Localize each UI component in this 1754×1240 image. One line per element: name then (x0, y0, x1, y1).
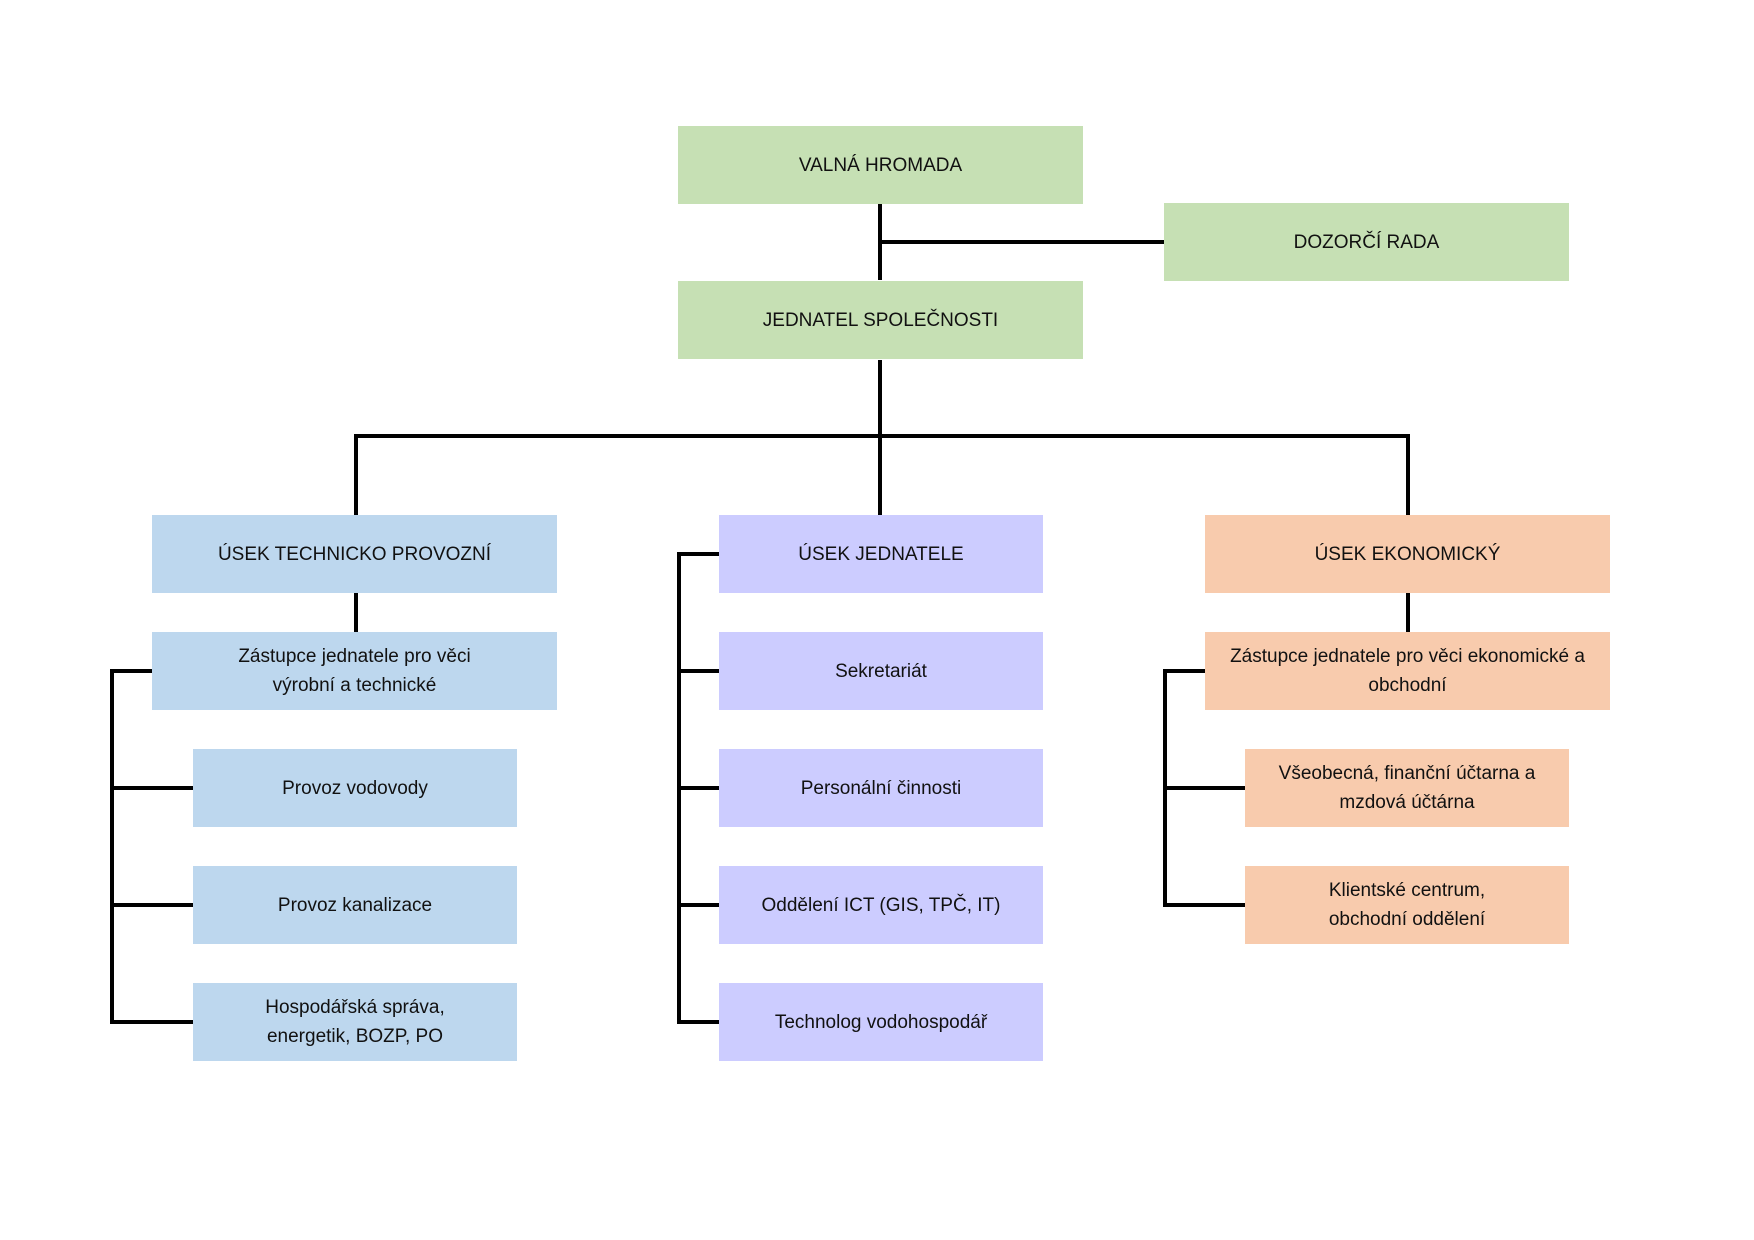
supervisory-board-box: DOZORČÍ RADA (1164, 203, 1569, 281)
connector-technical-branch (110, 786, 194, 790)
executive-division-box: ÚSEK JEDNATELE (719, 515, 1043, 593)
technical-deputy-box: Zástupce jednatele pro věci výrobní a te… (152, 632, 557, 710)
connector-executive-branch (677, 1020, 721, 1024)
technical-unit-box: Provoz kanalizace (193, 866, 517, 944)
executive-unit-box: Technolog vodohospodář (719, 983, 1043, 1061)
connector-executive-branch (677, 903, 721, 907)
technical-division-box: ÚSEK TECHNICKO PROVOZNÍ (152, 515, 557, 593)
connector-economic-branch (1163, 669, 1207, 673)
economic-division-box: ÚSEK EKONOMICKÝ (1205, 515, 1610, 593)
connector-technical-spine (110, 669, 114, 1024)
connector-to-supervisory-board (878, 240, 1168, 244)
connector-executive-branch (677, 786, 721, 790)
connector-technical-branch (110, 903, 194, 907)
connector-divisions-bus (354, 434, 1410, 438)
economic-deputy-box: Zástupce jednatele pro věci ekonomické a… (1205, 632, 1610, 710)
connector-economic-branch (1163, 786, 1247, 790)
connector-economic-branch (1163, 903, 1247, 907)
economic-unit-box: Všeobecná, finanční účtarna a mzdová účt… (1245, 749, 1569, 827)
connector-director-down (878, 360, 882, 516)
connector-to-technical (354, 434, 358, 516)
connector-executive-branch (677, 669, 721, 673)
technical-unit-box: Hospodářská správa, energetik, BOZP, PO (193, 983, 517, 1061)
technical-unit-box: Provoz vodovody (193, 749, 517, 827)
managing-director-box: JEDNATEL SPOLEČNOSTI (678, 281, 1083, 359)
executive-unit-box: Personální činnosti (719, 749, 1043, 827)
executive-unit-box: Oddělení ICT (GIS, TPČ, IT) (719, 866, 1043, 944)
connector-executive-branch (677, 552, 721, 556)
general-meeting-box: VALNÁ HROMADA (678, 126, 1083, 204)
connector-technical-to-deputy (354, 592, 358, 632)
connector-to-economic (1406, 434, 1410, 516)
connector-technical-branch (110, 669, 154, 673)
connector-economic-to-deputy (1406, 592, 1410, 632)
connector-technical-branch (110, 1020, 194, 1024)
executive-unit-box: Sekretariát (719, 632, 1043, 710)
economic-unit-box: Klientské centrum, obchodní oddělení (1245, 866, 1569, 944)
